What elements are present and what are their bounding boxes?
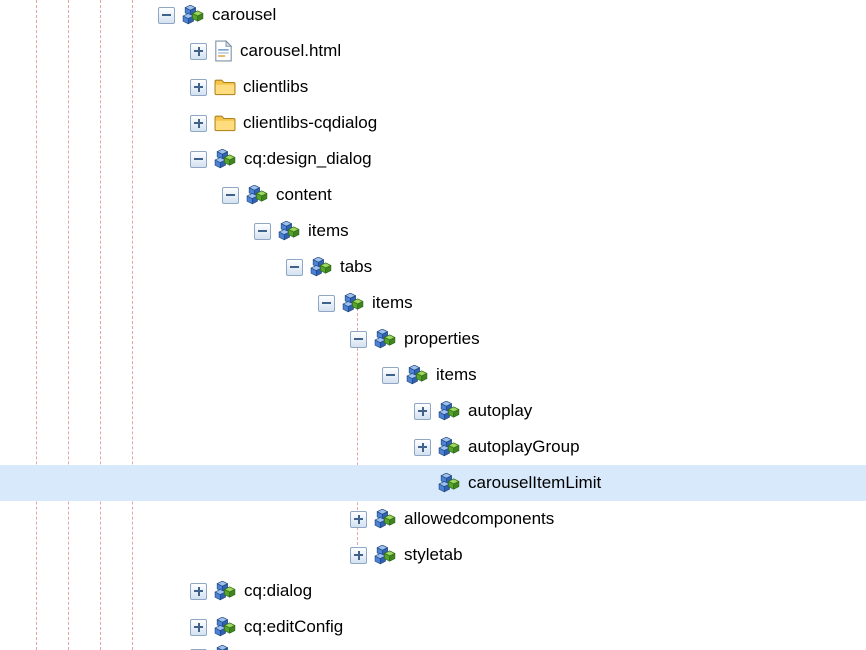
expand-icon[interactable] (190, 42, 207, 60)
node-label: clientlibs (243, 77, 309, 96)
node-label: cq:dialog (244, 581, 313, 600)
node-icon (182, 5, 205, 26)
node-label: autoplayGroup (468, 437, 580, 456)
node-icon (214, 581, 237, 602)
tree-node-carousel-item-limit[interactable]: carouselItemLimit (0, 465, 866, 501)
node-label: autoplay (468, 401, 533, 420)
expand-icon[interactable] (414, 402, 431, 420)
node-icon (214, 645, 237, 650)
expand-icon[interactable] (190, 78, 207, 96)
node-label: tabs (340, 257, 373, 276)
expand-icon[interactable] (350, 510, 367, 528)
expand-icon[interactable] (190, 618, 207, 636)
tree-node-autoplay-group[interactable]: autoplayGroup (0, 429, 866, 465)
tree-guide-line (68, 0, 69, 650)
folder-icon (214, 114, 236, 132)
collapse-icon[interactable] (158, 6, 175, 24)
tree-node-properties[interactable]: properties (0, 321, 866, 357)
node-label: cq:design_dialog (244, 149, 372, 168)
tree-node-cq-editconfig[interactable]: cq:editConfig (0, 609, 866, 645)
tree-guide-line (132, 0, 133, 650)
node-label: items (436, 365, 477, 384)
expand-icon[interactable] (350, 546, 367, 564)
node-icon (246, 185, 269, 206)
node-label: items (308, 221, 349, 240)
node-label: properties (404, 329, 480, 348)
node-icon (342, 293, 365, 314)
expand-icon[interactable] (190, 582, 207, 600)
collapse-icon[interactable] (286, 258, 303, 276)
collapse-icon[interactable] (222, 186, 239, 204)
tree-node-clientlibs[interactable]: clientlibs (0, 69, 866, 105)
node-icon (374, 545, 397, 566)
tree-node-clientlibs-cqdialog[interactable]: clientlibs-cqdialog (0, 105, 866, 141)
node-icon (374, 329, 397, 350)
collapse-icon[interactable] (190, 150, 207, 168)
node-icon (278, 221, 301, 242)
node-icon (310, 257, 333, 278)
node-label: content (276, 185, 332, 204)
node-label: carouselItemLimit (468, 473, 602, 492)
html-file-icon (214, 40, 233, 62)
node-label: styletab (404, 545, 463, 564)
tree-node-allowedcomponents[interactable]: allowedcomponents (0, 501, 866, 537)
tree-node-cq-dialog[interactable]: cq:dialog (0, 573, 866, 609)
expand-icon[interactable] (190, 114, 207, 132)
tree-node-items[interactable]: items (0, 213, 866, 249)
tree-node-items-3[interactable]: items (0, 357, 866, 393)
node-label: carousel (212, 5, 277, 24)
expand-icon[interactable] (414, 438, 431, 456)
folder-icon (214, 78, 236, 96)
tree-node-carousel[interactable]: carousel (0, 0, 866, 33)
node-label: allowedcomponents (404, 509, 555, 528)
tree-node-tabs[interactable]: tabs (0, 249, 866, 285)
node-icon (406, 365, 429, 386)
tree-node-partial[interactable] (0, 645, 866, 650)
collapse-icon[interactable] (350, 330, 367, 348)
collapse-icon[interactable] (318, 294, 335, 312)
node-icon (438, 473, 461, 494)
node-label: items (372, 293, 413, 312)
tree-node-cq-design-dialog[interactable]: cq:design_dialog (0, 141, 866, 177)
collapse-icon[interactable] (254, 222, 271, 240)
node-label: carousel.html (240, 41, 342, 60)
tree-guide-line (36, 0, 37, 650)
collapse-icon[interactable] (382, 366, 399, 384)
tree-node-content[interactable]: content (0, 177, 866, 213)
tree-node-styletab[interactable]: styletab (0, 537, 866, 573)
tree-node-items-2[interactable]: items (0, 285, 866, 321)
node-label: cq:editConfig (244, 617, 344, 636)
tree-node-carousel-html[interactable]: carousel.html (0, 33, 866, 69)
node-label: clientlibs-cqdialog (243, 113, 378, 132)
node-icon (214, 149, 237, 170)
tree-node-autoplay[interactable]: autoplay (0, 393, 866, 429)
node-icon (374, 509, 397, 530)
tree-guide-line (357, 303, 358, 555)
node-icon (438, 401, 461, 422)
tree-guide-line (100, 0, 101, 650)
node-icon (438, 437, 461, 458)
node-icon (214, 617, 237, 638)
